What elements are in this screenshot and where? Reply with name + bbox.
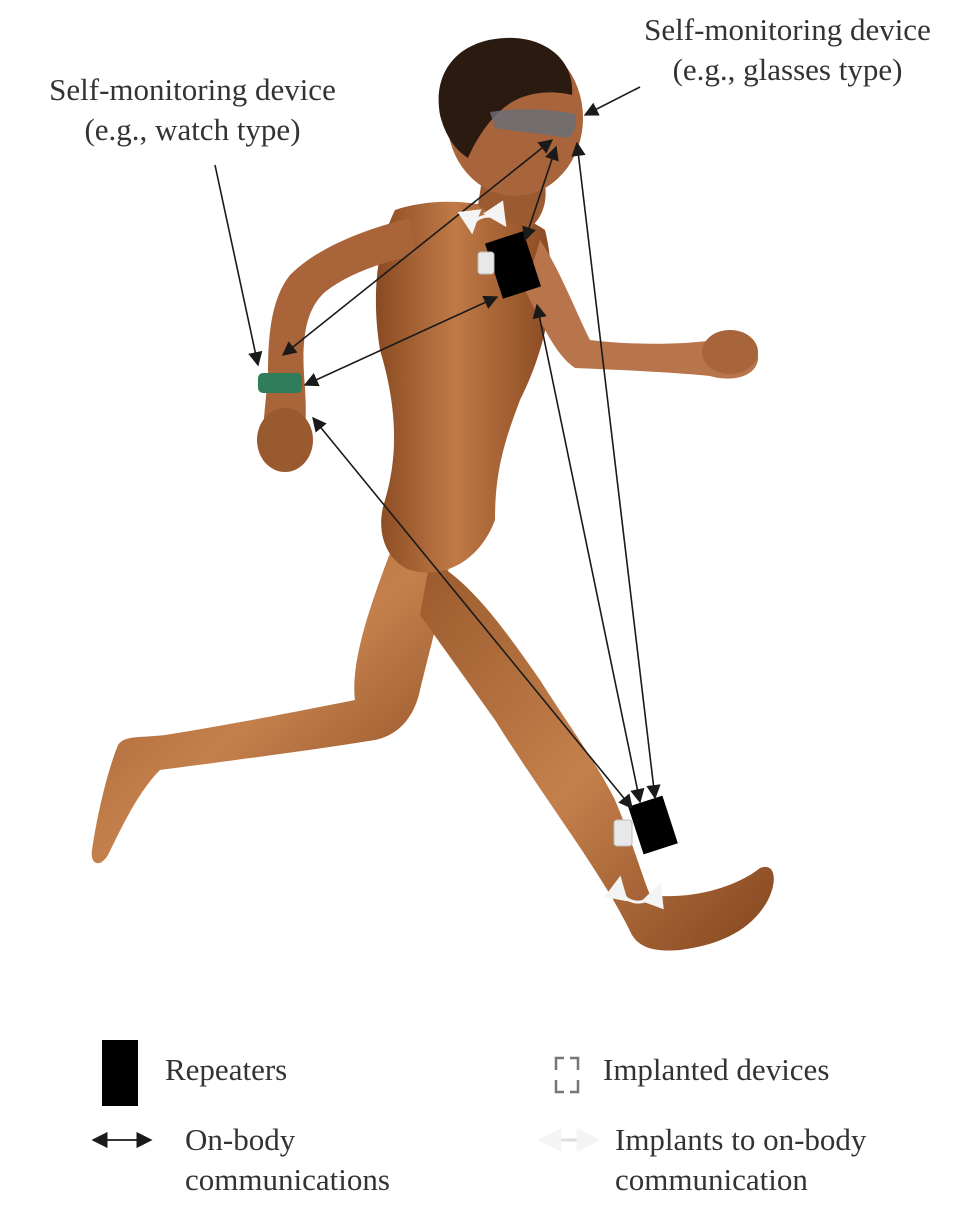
legend-implants-line2: communication xyxy=(615,1160,866,1200)
leader-glasses xyxy=(585,87,640,115)
front-fist xyxy=(702,330,758,374)
legend-on-body-line2: communications xyxy=(185,1160,390,1200)
legend-on-body-label: On-body communications xyxy=(185,1120,390,1200)
glasses-device-label: Self-monitoring device (e.g., glasses ty… xyxy=(610,10,965,90)
leader-watch xyxy=(215,165,258,365)
legend-repeater-icon xyxy=(102,1040,138,1106)
back-fist xyxy=(257,408,313,472)
front-leg xyxy=(420,560,774,950)
watch-device xyxy=(258,373,302,393)
legend-repeaters-label: Repeaters xyxy=(165,1050,287,1090)
legend-implant-icon xyxy=(556,1058,578,1092)
leg-implant xyxy=(614,820,632,846)
arrow-glasses-leg xyxy=(577,143,655,798)
leg-repeater xyxy=(628,796,678,855)
legend-on-body-line1: On-body xyxy=(185,1120,390,1160)
legend-implants-label: Implants to on-body communication xyxy=(615,1120,866,1200)
watch-device-label: Self-monitoring device (e.g., watch type… xyxy=(10,70,375,150)
back-leg xyxy=(92,540,450,863)
legend-implanted-label: Implanted devices xyxy=(603,1050,829,1090)
legend-implants-line1: Implants to on-body xyxy=(615,1120,866,1160)
chest-implant xyxy=(478,252,494,274)
watch-device-label-line2: (e.g., watch type) xyxy=(10,110,375,150)
glasses-device-label-line1: Self-monitoring device xyxy=(610,10,965,50)
glasses-device-label-line2: (e.g., glasses type) xyxy=(610,50,965,90)
runner-figure xyxy=(92,38,774,951)
watch-device-label-line1: Self-monitoring device xyxy=(10,70,375,110)
